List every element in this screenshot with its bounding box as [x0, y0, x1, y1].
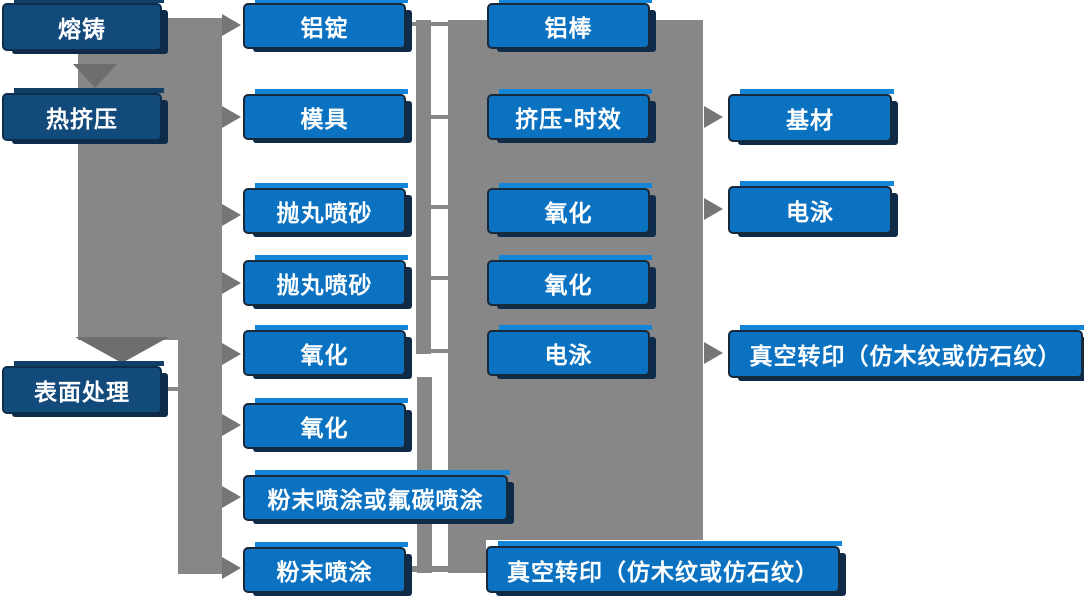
link-ingot-to-trunk: [406, 22, 416, 26]
box-oxidation-ingot-1: 氧化: [243, 325, 408, 376]
link-trunk-to-block-3: [431, 205, 448, 209]
link-surface-treatment: [162, 387, 178, 391]
arrow-right-to-shot-blast-1-icon: [222, 204, 241, 226]
link-powder-to-vacuum: [406, 566, 448, 572]
link-trunk-to-block-2: [431, 115, 448, 119]
arrow-right-to-powder-fluorocarbon-icon: [222, 486, 241, 508]
arrow-down-to-surface-treatment-icon: [75, 337, 169, 363]
box-melting-casting: 熔铸: [2, 0, 164, 51]
box-shot-blast-1: 抛丸喷砂: [243, 183, 408, 234]
box-shot-blast-2: 抛丸喷砂: [243, 255, 408, 306]
box-extrusion-aging: 挤压-时效: [487, 89, 652, 140]
block-rod-route-foot: [448, 540, 486, 573]
arrow-right-to-mold-icon: [222, 106, 241, 128]
box-powder-coating: 粉末喷涂: [243, 542, 408, 593]
box-powder-or-fluorocarbon-coating: 粉末喷涂或氟碳喷涂: [243, 470, 510, 521]
box-oxidation-rod-1: 氧化: [487, 183, 652, 234]
link-trunk-to-block-5: [431, 349, 448, 353]
arrow-right-to-shot-blast-2-icon: [222, 272, 241, 294]
link-trunk-to-block-1: [431, 22, 448, 26]
trunk-stage-narrow: [178, 18, 222, 574]
arrow-down-to-hot-extrusion-icon: [73, 64, 117, 88]
box-oxidation-ingot-2: 氧化: [243, 398, 408, 449]
box-electrophoresis-output: 电泳: [728, 181, 894, 234]
box-aluminum-ingot: 铝锭: [243, 0, 408, 49]
box-aluminum-rod: 铝棒: [487, 0, 652, 49]
arrow-right-to-base-material-icon: [704, 106, 723, 128]
box-oxidation-rod-2: 氧化: [487, 255, 652, 306]
arrow-right-to-powder-icon: [222, 557, 241, 579]
box-vacuum-transfer-right: 真空转印（仿木纹或仿石纹）: [728, 325, 1084, 378]
box-electrophoresis-rod: 电泳: [487, 325, 652, 376]
link-trunk-to-block-4: [431, 276, 448, 280]
arrow-right-to-oxidation-1-icon: [222, 343, 241, 365]
box-base-material: 基材: [728, 89, 894, 142]
arrow-right-to-electrophoresis-icon: [704, 198, 723, 220]
box-hot-extrusion: 热挤压: [2, 88, 164, 141]
box-vacuum-transfer-bottom: 真空转印（仿木纹或仿石纹）: [486, 541, 842, 593]
arrow-right-to-ingot-icon: [222, 14, 241, 36]
box-mold: 模具: [243, 89, 408, 140]
arrow-right-to-oxidation-2-icon: [222, 414, 241, 436]
box-surface-treatment: 表面处理: [2, 361, 164, 414]
trunk-middle-upper: [416, 20, 431, 354]
arrow-right-to-vacuum-transfer-icon: [704, 342, 723, 364]
